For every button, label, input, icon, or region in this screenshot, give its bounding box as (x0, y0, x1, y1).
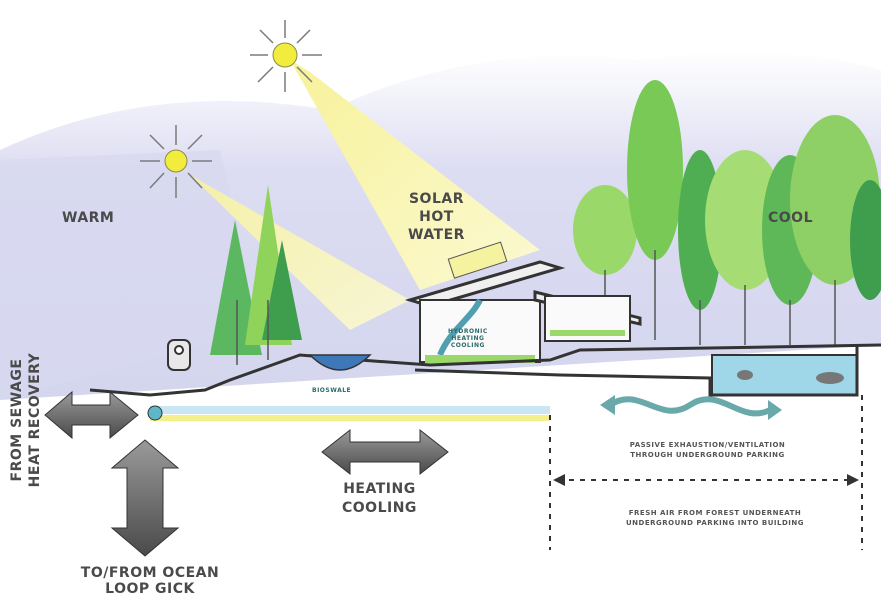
label-bioswale: BIOSWALE (312, 387, 352, 394)
label-heating-cooling: HEATING COOLING (342, 480, 417, 518)
label-heating: HEATING (343, 481, 416, 497)
label-cooling: COOLING (342, 500, 417, 516)
label-fresh-air: FRESH AIR FROM FOREST UNDERNEATH UNDERGR… (590, 508, 840, 528)
arrow-ocean (110, 439, 180, 557)
arrow-heating-cooling (321, 428, 449, 476)
label-fresh-line1: FRESH AIR FROM FOREST UNDERNEATH (628, 509, 802, 517)
label-hydronic-line2: HEATING (451, 335, 485, 342)
label-solar-hot-water: SOLAR HOT WATER (408, 190, 465, 244)
label-ocean-loop: TO/FROM OCEAN LOOP GICK (60, 565, 240, 597)
heat-pump-unit (167, 339, 191, 371)
label-passive-line2: THROUGH UNDERGROUND PARKING (630, 451, 785, 459)
dashed-guides (549, 395, 863, 550)
label-passive-ventilation: PASSIVE EXHAUSTION/VENTILATION THROUGH U… (600, 440, 815, 460)
label-solar-line3: WATER (408, 227, 465, 243)
label-sewage-line1: FROM SEWAGE (9, 358, 25, 482)
label-fresh-line2: UNDERGROUND PARKING INTO BUILDING (626, 519, 804, 527)
label-solar-line1: SOLAR (408, 191, 464, 207)
label-ocean-line2: LOOP GICK (105, 581, 195, 597)
label-sewage-heat-recovery: FROM SEWAGE HEAT RECOVERY (8, 340, 44, 500)
label-warm: WARM (62, 210, 115, 226)
sun-upper (250, 20, 322, 92)
bioswale-basin (308, 354, 372, 371)
label-solar-line2: HOT (419, 209, 454, 225)
sun-beam-lower (175, 160, 410, 330)
label-hydronic: HYDRONIC HEATING COOLING (448, 328, 488, 349)
arrow-sewage (44, 390, 139, 440)
label-hydronic-line3: COOLING (450, 342, 485, 349)
building (404, 241, 642, 363)
sky-wash-left (0, 150, 260, 400)
label-cool: COOL (768, 210, 813, 226)
label-passive-line1: PASSIVE EXHAUSTION/VENTILATION (629, 441, 786, 449)
label-hydronic-line1: HYDRONIC (448, 328, 488, 335)
forest-right (573, 80, 881, 345)
label-ocean-line1: TO/FROM OCEAN (80, 565, 220, 581)
sun-beam-upper (290, 60, 540, 290)
label-sewage-line2: HEAT RECOVERY (27, 352, 43, 488)
trees-left (210, 185, 302, 365)
ground-slab (414, 345, 859, 397)
sun-lower (140, 125, 212, 198)
ventilation-wave (608, 396, 772, 417)
